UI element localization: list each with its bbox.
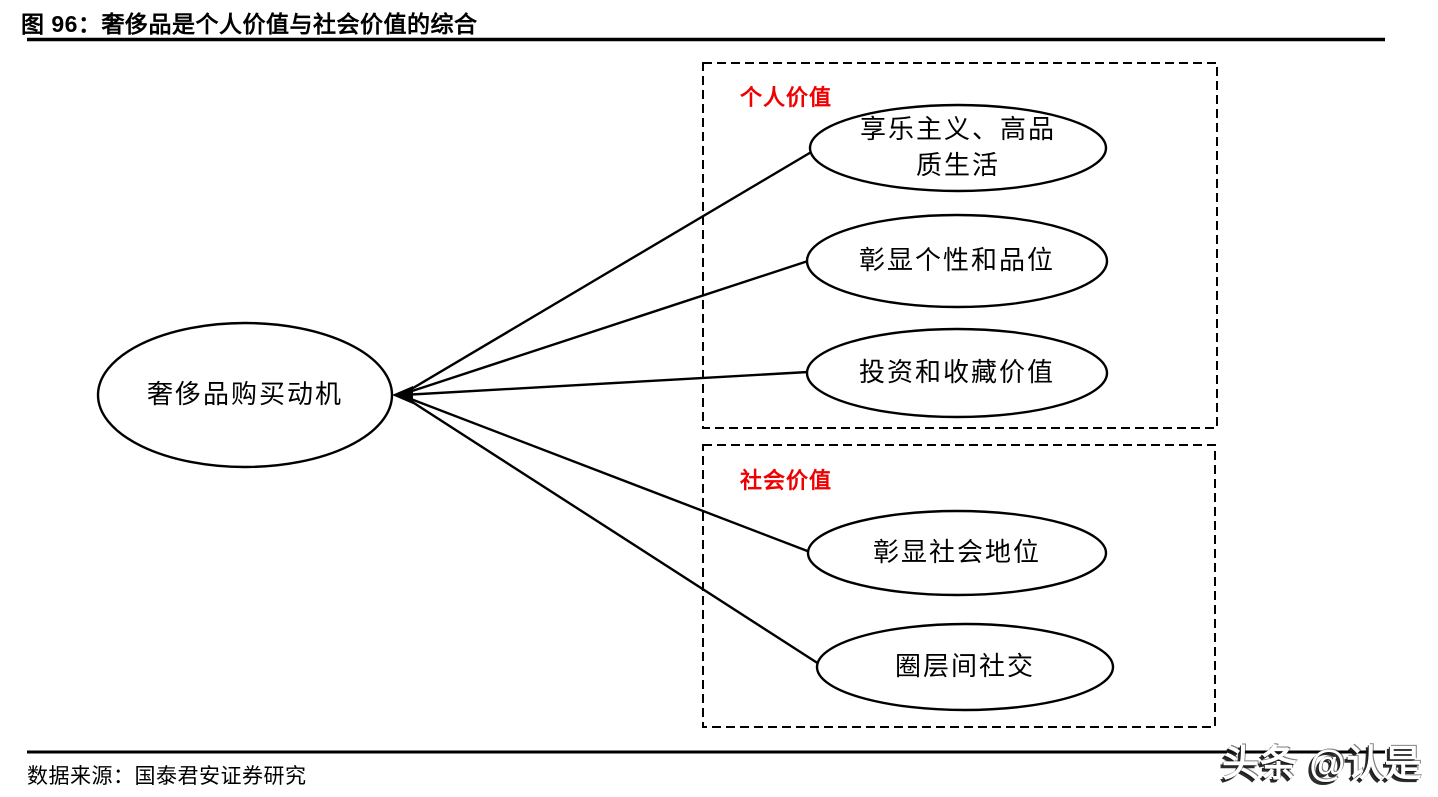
connector-line-social-circle [402, 394, 820, 666]
node-social-circle [815, 622, 1115, 712]
personal-value-box [702, 62, 1218, 429]
social-value-box [702, 444, 1216, 728]
node-label-center: 奢侈品购买动机 [146, 379, 343, 409]
node-hedonism [808, 103, 1108, 193]
arrowhead [392, 386, 413, 404]
node-label-hedonism-line1: 享乐主义、高品 [859, 114, 1056, 144]
node-center [96, 321, 394, 469]
node-status [806, 509, 1108, 597]
node-personality [805, 213, 1109, 309]
node-label-status: 彰显社会地位 [872, 537, 1041, 567]
node-label-investment: 投资和收藏价值 [858, 357, 1055, 387]
connector-line-personality [402, 259, 809, 396]
figure-title: 图 96：奢侈品是个人价值与社会价值的综合 [21, 11, 478, 37]
connector-line-status [402, 394, 811, 554]
connector-line-hedonism [402, 149, 814, 396]
connector-line-investment [402, 370, 809, 397]
node-label-hedonism: 享乐主义、高品 质生活 [810, 105, 1106, 191]
node-investment [805, 327, 1109, 419]
data-source-text: 数据来源：国泰君安证券研究 [27, 765, 307, 788]
node-label-hedonism-line2: 质生活 [915, 151, 1000, 180]
node-label-personality: 彰显个性和品位 [858, 245, 1055, 275]
watermark-toutiao: 头条 @认是 [1222, 743, 1423, 784]
social-value-label: 社会价值 [740, 468, 833, 493]
node-label-social-circle: 圈层间社交 [894, 651, 1035, 681]
personal-value-label: 个人价值 [740, 85, 833, 110]
